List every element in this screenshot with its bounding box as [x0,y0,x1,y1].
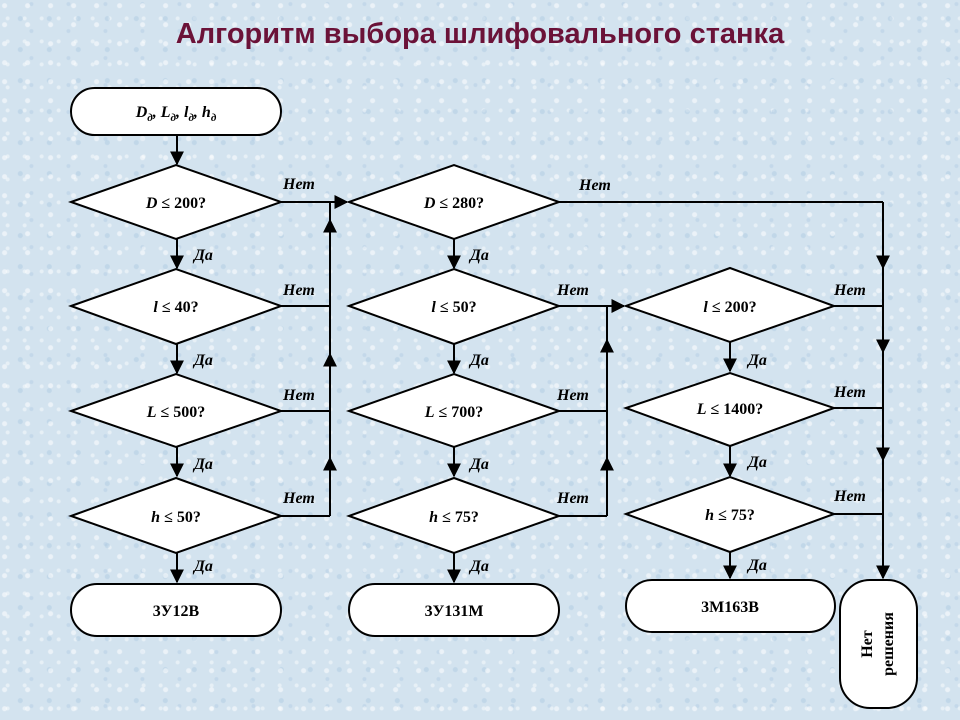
label-yes: Да [468,247,489,264]
label-yes: Да [468,352,489,369]
decision-c3-3: h ≤ 75? [623,475,837,554]
label-yes: Да [192,352,213,369]
svg-text:3М163В: 3М163В [701,599,759,616]
svg-text:l ≤ 40?: l ≤ 40? [153,299,198,316]
label-no: Нет [833,384,866,401]
decision-c3-1: l ≤ 200? [623,266,837,344]
svg-text:D ≤ 280?: D ≤ 280? [423,195,484,212]
label-no: Нет [556,387,589,404]
svg-text:D ≤ 200?: D ≤ 200? [145,195,206,212]
label-yes: Да [468,456,489,473]
svg-text:l ≤ 50?: l ≤ 50? [431,299,476,316]
start-node-text: Dд, Lд, lд, hд [135,104,217,124]
decision-c1-4: h ≤ 50? [68,476,284,555]
label-no: Нет [556,490,589,507]
decision-c1-2: l ≤ 40? [68,267,284,346]
label-yes: Да [192,456,213,473]
svg-text:l ≤ 200?: l ≤ 200? [703,299,756,316]
no-solution-node: Нет решения [839,579,918,709]
decision-c1-3: L ≤ 500? [67,372,285,449]
result-c3: 3М163В [625,579,836,633]
label-yes: Да [192,558,213,575]
label-yes: Да [192,247,213,264]
svg-text:Нет: Нет [859,630,876,658]
label-yes: Да [746,352,767,369]
decision-c2-3: L ≤ 700? [345,372,563,449]
page-title: Алгоритм выбора шлифовального станка [175,18,785,50]
decision-c2-2: l ≤ 50? [346,267,562,346]
decision-c2-1: D ≤ 280? [345,163,563,241]
svg-text:L ≤ 1400?: L ≤ 1400? [696,401,764,418]
label-yes: Да [468,558,489,575]
result-c1: 3У12В [70,583,282,637]
svg-text:3У131М: 3У131М [425,603,484,620]
label-no: Нет [282,387,315,404]
decision-c1-1: D ≤ 200? [67,163,285,241]
svg-text:L ≤ 500?: L ≤ 500? [146,404,206,421]
decision-c3-2: L ≤ 1400? [622,371,838,448]
svg-text:3У12В: 3У12В [153,603,200,620]
edge-labels: Нет Нет Нет Нет Да Да Да Да Нет Нет Нет … [192,176,866,575]
label-no: Нет [282,282,315,299]
edges [170,135,890,584]
label-no: Нет [282,490,315,507]
label-yes: Да [746,557,767,574]
start-node: Dд, Lд, lд, hд [70,87,282,136]
label-no: Нет [833,488,866,505]
label-no: Нет [833,282,866,299]
decision-c2-4: h ≤ 75? [346,476,562,555]
svg-text:h ≤ 75?: h ≤ 75? [705,507,755,524]
label-no: Нет [282,176,315,193]
label-no: Нет [556,282,589,299]
result-c2: 3У131М [348,583,560,637]
svg-text:L ≤ 700?: L ≤ 700? [424,404,484,421]
svg-text:h ≤ 75?: h ≤ 75? [429,509,479,526]
label-yes: Да [746,454,767,471]
svg-text:h ≤ 50?: h ≤ 50? [151,509,201,526]
svg-text:решения: решения [880,612,897,676]
label-no: Нет [578,177,611,194]
